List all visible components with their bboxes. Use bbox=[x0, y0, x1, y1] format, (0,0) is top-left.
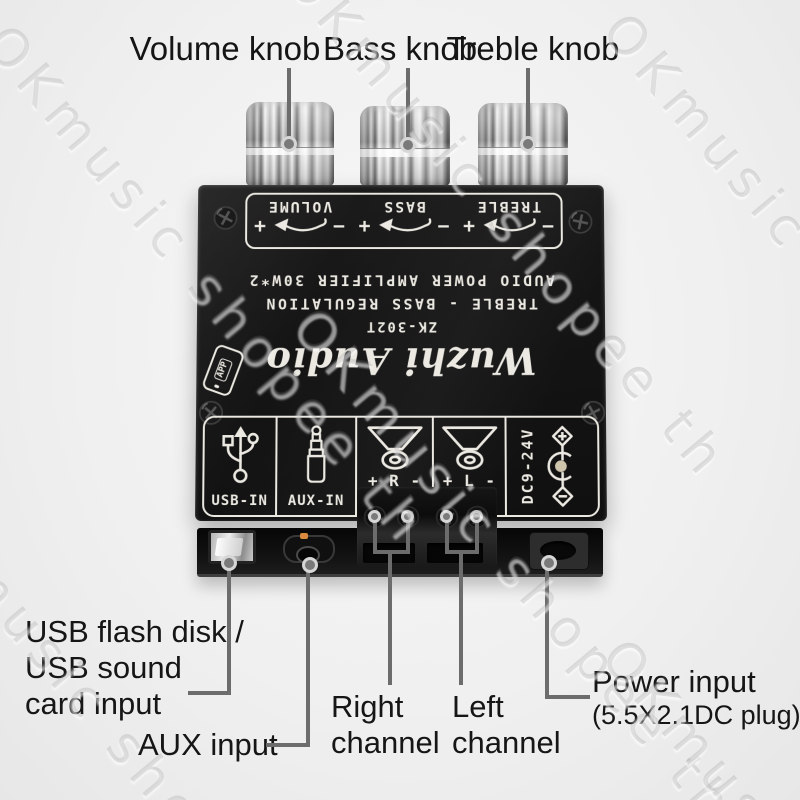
callout-usb-line2: USB sound bbox=[25, 650, 182, 685]
leader-dot-volume bbox=[281, 136, 297, 152]
leader-line-power bbox=[545, 563, 549, 699]
volume-silkscreen-label: VOLUME bbox=[266, 198, 333, 216]
dc-voltage-label: DC9-24V bbox=[517, 427, 537, 505]
leader-line-bass bbox=[406, 68, 410, 147]
leader-dot-left-plus bbox=[440, 510, 453, 523]
callout-power-line1: Power input bbox=[592, 664, 756, 699]
bass-silkscreen-label: BASS bbox=[382, 198, 426, 216]
leader-line-power bbox=[545, 695, 590, 699]
rotation-arrow-icon bbox=[379, 216, 432, 235]
plus-mark: + bbox=[463, 213, 475, 237]
usb-in-port-cell: USB-IN bbox=[204, 417, 278, 516]
port-icon-row: USB-IN AUX-IN + R - bbox=[202, 415, 600, 518]
minus-mark: − bbox=[541, 213, 554, 237]
silkscreen-text-block: AUDIO POWER AMPLIFIER 30W*2 TREBLE - BAS… bbox=[196, 271, 605, 383]
model-number: ZK-302T bbox=[364, 318, 438, 335]
leader-line-left bbox=[445, 519, 449, 554]
plus-mark: + bbox=[358, 213, 371, 237]
minus-mark: − bbox=[332, 213, 345, 237]
callout-left-line1: Left bbox=[452, 689, 504, 724]
minus-mark: − bbox=[437, 213, 450, 237]
callout-left-line2: channel bbox=[452, 725, 561, 760]
leader-dot-power bbox=[541, 555, 557, 571]
leader-line-right bbox=[373, 519, 377, 554]
leader-line-usb bbox=[227, 563, 231, 695]
callout-usb-line3: card input bbox=[25, 686, 162, 721]
screw-icon bbox=[580, 400, 606, 426]
bass-silkscreen: BASS + − bbox=[352, 195, 457, 247]
screw-icon bbox=[213, 205, 239, 230]
leader-line-left bbox=[459, 550, 463, 685]
callout-power-line2: (5.5X2.1DC plug) bbox=[592, 700, 800, 730]
speaker-icon bbox=[362, 425, 428, 473]
knob-label-panel: VOLUME + − BASS + bbox=[245, 192, 563, 250]
callout-usb-line1: USB flash disk / bbox=[25, 614, 244, 649]
treble-silkscreen-label: TREBLE bbox=[475, 198, 542, 216]
screw-icon bbox=[568, 209, 594, 234]
regulation-text: TREBLE - BASS REGULATION bbox=[263, 294, 539, 313]
dc-plug-icon bbox=[540, 425, 574, 508]
leader-dot-treble bbox=[520, 136, 536, 152]
leader-line-aux bbox=[266, 743, 310, 747]
leader-dot-aux bbox=[302, 557, 318, 573]
aux-in-label: AUX-IN bbox=[287, 493, 345, 510]
plus-mark: + bbox=[253, 213, 266, 237]
screw-icon bbox=[198, 400, 224, 426]
leader-line-right bbox=[406, 519, 410, 554]
leader-dot-right-minus bbox=[401, 510, 414, 523]
callout-right-line1: Right bbox=[331, 689, 404, 724]
leader-line-treble bbox=[526, 68, 530, 146]
callout-bass-knob: Bass knob bbox=[322, 30, 478, 67]
rotation-arrow-icon bbox=[483, 216, 537, 235]
callout-right-channel: Right channel bbox=[331, 689, 440, 761]
leader-line-left bbox=[475, 519, 479, 554]
brand-logo: Wuzhi Audio bbox=[265, 339, 537, 383]
dc-barrel-jack[interactable] bbox=[529, 532, 589, 570]
aux-plug-icon bbox=[296, 425, 336, 487]
leader-line-right bbox=[388, 550, 392, 685]
leader-dot-left-minus bbox=[470, 510, 483, 523]
watermark-text: OKmusic shopee th bbox=[590, 2, 800, 544]
callout-usb-input: USB flash disk / USB sound card input bbox=[25, 614, 244, 722]
treble-silkscreen: TREBLE + − bbox=[456, 195, 561, 247]
callout-power-input: Power input (5.5X2.1DC plug) bbox=[592, 664, 800, 731]
callout-right-line2: channel bbox=[331, 725, 440, 760]
leader-line-aux bbox=[306, 565, 310, 747]
leader-dot-usb bbox=[221, 555, 237, 571]
callout-volume-knob: Volume knob bbox=[129, 30, 321, 67]
status-led bbox=[300, 533, 308, 539]
volume-silkscreen: VOLUME + − bbox=[247, 195, 352, 247]
dc-power-port-cell: DC9-24V bbox=[506, 418, 597, 515]
leader-dot-bass bbox=[400, 137, 416, 153]
amplifier-board: VOLUME + − BASS + bbox=[195, 185, 607, 521]
callout-aux-input: AUX input bbox=[138, 727, 278, 762]
speaker-icon bbox=[436, 425, 502, 473]
leader-dot-right-plus bbox=[368, 510, 381, 523]
callout-left-channel: Left channel bbox=[452, 689, 561, 761]
callout-treble-knob: Treble knob bbox=[446, 30, 620, 67]
app-badge: APP bbox=[213, 357, 234, 383]
amplifier-spec-text: AUDIO POWER AMPLIFIER 30W*2 bbox=[247, 271, 555, 289]
leader-line-usb bbox=[188, 691, 231, 695]
aux-in-port-cell: AUX-IN bbox=[277, 417, 358, 516]
usb-icon bbox=[214, 426, 266, 487]
rotation-arrow-icon bbox=[274, 216, 328, 235]
leader-line-volume bbox=[287, 68, 291, 146]
usb-in-label: USB-IN bbox=[211, 493, 268, 510]
